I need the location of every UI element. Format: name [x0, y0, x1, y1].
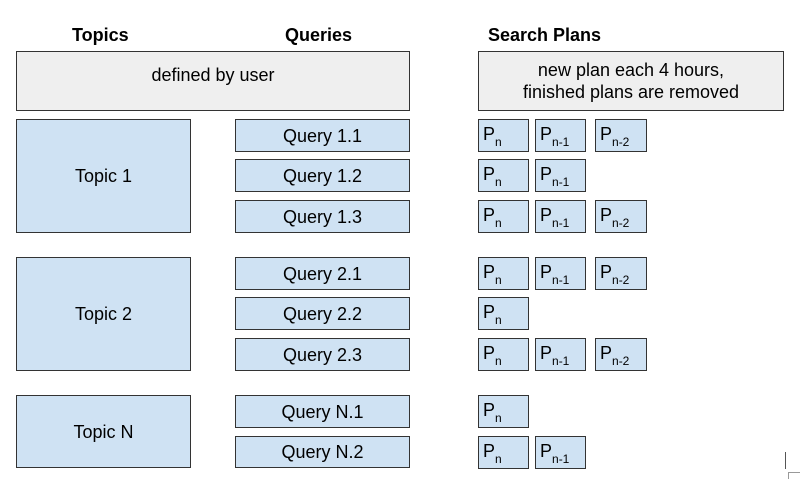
plan-box: Pn: [478, 257, 529, 290]
plan-box: Pn-1: [535, 200, 586, 233]
plan-letter: P: [483, 302, 496, 322]
plan-subscript: n: [495, 175, 502, 189]
plan-letter: P: [540, 124, 553, 144]
plan-subscript: n-2: [612, 216, 630, 230]
plan-letter: P: [540, 205, 553, 225]
query-label: Query 1.1: [282, 125, 363, 146]
plan-box: Pn: [478, 119, 529, 152]
plan-box: Pn-1: [535, 338, 586, 371]
plan-subscript: n: [495, 313, 502, 327]
query-label: Query N.2: [281, 442, 364, 462]
query-label: Query N.1: [281, 401, 364, 422]
plan-subscript: n-1: [552, 273, 570, 287]
topic-label: Topic 1: [74, 166, 133, 186]
plan-subscript: n-2: [612, 135, 630, 149]
queries-header: Queries: [285, 25, 353, 45]
query-label: Query 2.1: [282, 263, 363, 284]
topic-box: Topic 2: [16, 257, 191, 371]
plan-letter: P: [600, 262, 613, 282]
query-box: Query 2.3: [235, 338, 410, 371]
plan-box: Pn: [478, 436, 529, 469]
plan-subscript: n: [495, 354, 502, 368]
topic-label: Topic N: [73, 421, 134, 442]
plan-box: Pn-2: [595, 338, 647, 371]
plan-subscript: n-1: [552, 354, 570, 368]
plans-note-line2: finished plans are removed: [522, 82, 740, 102]
corner-mark: [788, 472, 800, 479]
plan-box: Pn: [478, 297, 529, 330]
plan-letter: P: [600, 124, 613, 144]
query-box: Query 1.3: [235, 200, 410, 233]
plan-box: Pn: [478, 159, 529, 192]
plan-box: Pn-2: [595, 119, 647, 152]
query-label: Query 2.2: [282, 303, 363, 324]
query-box: Query 1.2: [235, 159, 410, 192]
plan-subscript: n-1: [552, 175, 570, 189]
plan-box: Pn: [478, 200, 529, 233]
plan-subscript: n: [495, 135, 502, 149]
query-label: Query 2.3: [282, 344, 363, 365]
plan-box: Pn-1: [535, 119, 586, 152]
topic-label: Topic 2: [74, 304, 133, 324]
plan-letter: P: [483, 124, 496, 144]
plans-note-line1: new plan each 4 hours,: [537, 60, 725, 80]
plan-letter: P: [540, 262, 553, 282]
plan-box: Pn-1: [535, 436, 586, 469]
plan-letter: P: [600, 343, 613, 363]
plan-letter: P: [483, 164, 496, 184]
plans-note-box: new plan each 4 hours, finished plans ar…: [478, 51, 784, 111]
plan-box: Pn: [478, 338, 529, 371]
plan-letter: P: [483, 205, 496, 225]
plan-subscript: n: [495, 273, 502, 287]
plan-subscript: n-1: [552, 135, 570, 149]
plan-letter: P: [483, 343, 496, 363]
plan-letter: P: [483, 441, 496, 461]
plan-letter: P: [600, 205, 613, 225]
plan-letter: P: [483, 262, 496, 282]
query-box: Query N.1: [235, 395, 410, 428]
query-box: Query N.2: [235, 436, 410, 468]
query-label: Query 1.3: [282, 206, 363, 227]
plan-subscript: n-1: [552, 452, 570, 466]
plan-box: Pn-2: [595, 200, 647, 233]
plan-subscript: n-2: [612, 273, 630, 287]
plan-box: Pn-1: [535, 257, 586, 290]
plan-subscript: n: [495, 452, 502, 466]
query-box: Query 2.1: [235, 257, 410, 290]
search-plans-header: Search Plans: [488, 25, 602, 45]
defined-by-user-label: defined by user: [151, 65, 275, 85]
plan-letter: P: [540, 441, 553, 461]
plan-box: Pn: [478, 395, 529, 428]
plan-subscript: n: [495, 411, 502, 425]
topic-box: Topic N: [16, 395, 191, 468]
plan-letter: P: [540, 343, 553, 363]
plan-letter: P: [540, 164, 553, 184]
plan-letter: P: [483, 400, 496, 420]
plan-box: Pn-2: [595, 257, 647, 290]
text-cursor: [785, 452, 786, 469]
defined-by-user-box: defined by user: [16, 51, 410, 111]
topics-header: Topics: [72, 25, 129, 45]
plan-subscript: n-2: [612, 354, 630, 368]
plan-box: Pn-1: [535, 159, 586, 192]
topic-box: Topic 1: [16, 119, 191, 233]
query-label: Query 1.2: [282, 165, 363, 186]
plan-subscript: n: [495, 216, 502, 230]
query-box: Query 1.1: [235, 119, 410, 152]
plan-subscript: n-1: [552, 216, 570, 230]
query-box: Query 2.2: [235, 297, 410, 330]
